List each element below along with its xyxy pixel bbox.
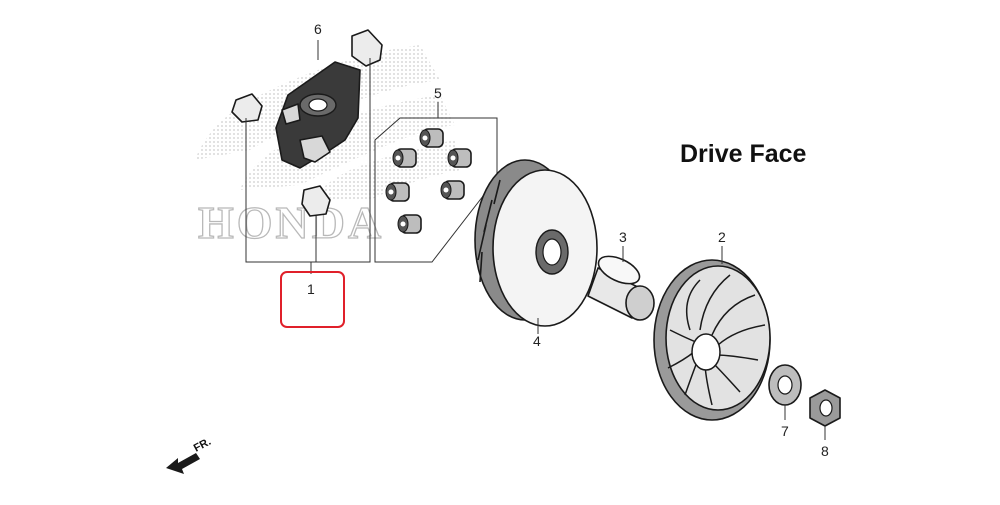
callout-4: 4 — [533, 333, 541, 349]
callout-7: 7 — [781, 423, 789, 439]
callout-3: 3 — [619, 229, 627, 245]
slider-clip-icon — [231, 29, 383, 217]
callout-1: 1 — [307, 281, 315, 297]
collar-icon — [587, 255, 655, 321]
washer-icon — [768, 364, 802, 406]
callout-5: 5 — [434, 85, 442, 101]
drive-face-fan-icon — [653, 259, 771, 421]
highlight-box — [280, 271, 345, 328]
page-title: Drive Face — [680, 140, 807, 168]
callout-8: 8 — [821, 443, 829, 459]
weight-rollers-icon — [385, 128, 472, 234]
nut-icon — [809, 389, 841, 427]
ramp-plate-icon — [275, 61, 361, 169]
movable-drive-face-icon — [474, 159, 598, 327]
roller-set-frame — [374, 117, 498, 263]
front-arrow-icon — [166, 453, 200, 474]
callout-2: 2 — [718, 229, 726, 245]
front-label: FR. — [192, 436, 213, 455]
group-bracket-1 — [245, 58, 371, 263]
watermark-text: HONDA — [198, 197, 384, 248]
callout-6: 6 — [314, 21, 322, 37]
